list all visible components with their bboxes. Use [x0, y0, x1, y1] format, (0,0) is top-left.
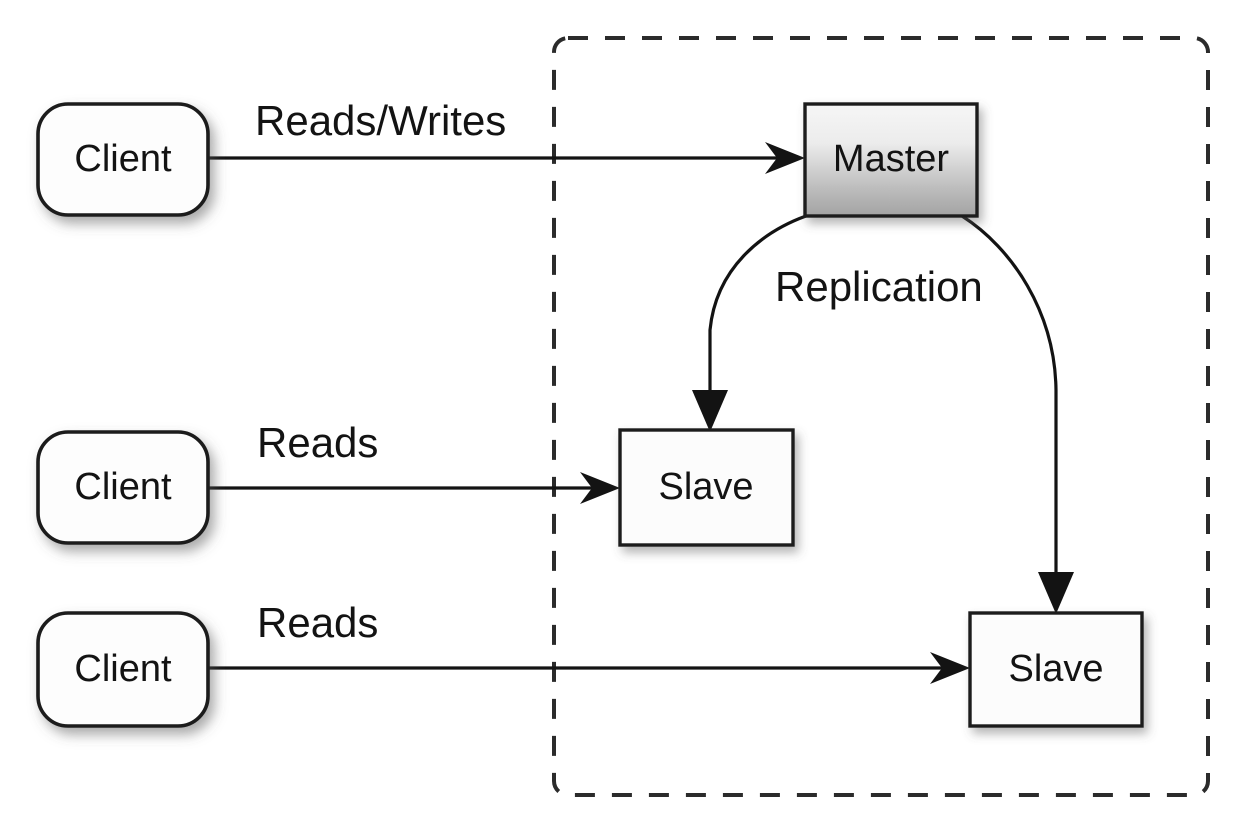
arrowhead-into-slave-middle-left — [580, 472, 620, 504]
edge-master-slave-bottom — [961, 214, 1074, 614]
edge-client-top-master: Reads/Writes — [208, 97, 805, 174]
edge-client-middle-slave-middle: Reads — [208, 419, 620, 504]
client-bottom-shape[interactable] — [36, 611, 210, 728]
edge-label-reads-writes: Reads/Writes — [255, 97, 506, 144]
node-client-top[interactable]: Client — [36, 102, 210, 217]
slave-middle-label: Slave — [658, 466, 753, 508]
arrowhead-into-master — [765, 142, 805, 174]
edge-curve-replication-right — [961, 214, 1058, 588]
node-client-bottom[interactable]: Client — [36, 611, 210, 728]
node-client-middle[interactable]: Client — [36, 430, 210, 545]
client-top-label: Client — [74, 138, 172, 180]
client-top-shape[interactable] — [36, 102, 210, 217]
client-bottom-label: Client — [74, 648, 172, 690]
slave-bottom-shape[interactable] — [968, 611, 1144, 728]
client-middle-shape[interactable] — [36, 430, 210, 545]
arrowhead-into-slave-bottom-left — [930, 652, 970, 684]
edge-master-slave-middle: Replication — [692, 214, 983, 432]
edge-client-bottom-slave-bottom: Reads — [208, 599, 970, 684]
slave-middle-shape[interactable] — [618, 428, 795, 547]
edge-label-reads-bottom: Reads — [257, 599, 378, 646]
node-slave-bottom[interactable]: Slave — [968, 611, 1144, 728]
edge-curve-replication-left — [708, 214, 807, 404]
node-slave-middle[interactable]: Slave — [618, 428, 795, 547]
master-label: Master — [833, 138, 949, 180]
client-middle-label: Client — [74, 466, 172, 508]
master-shape[interactable] — [803, 102, 979, 218]
database-cluster-boundary — [552, 36, 1210, 797]
edge-label-reads-middle: Reads — [257, 419, 378, 466]
node-master[interactable]: Master — [803, 102, 979, 218]
edge-label-replication: Replication — [775, 263, 983, 310]
arrowhead-into-slave-middle-top — [692, 390, 728, 432]
arrowhead-into-slave-bottom-top — [1038, 572, 1074, 614]
slave-bottom-label: Slave — [1008, 648, 1103, 690]
